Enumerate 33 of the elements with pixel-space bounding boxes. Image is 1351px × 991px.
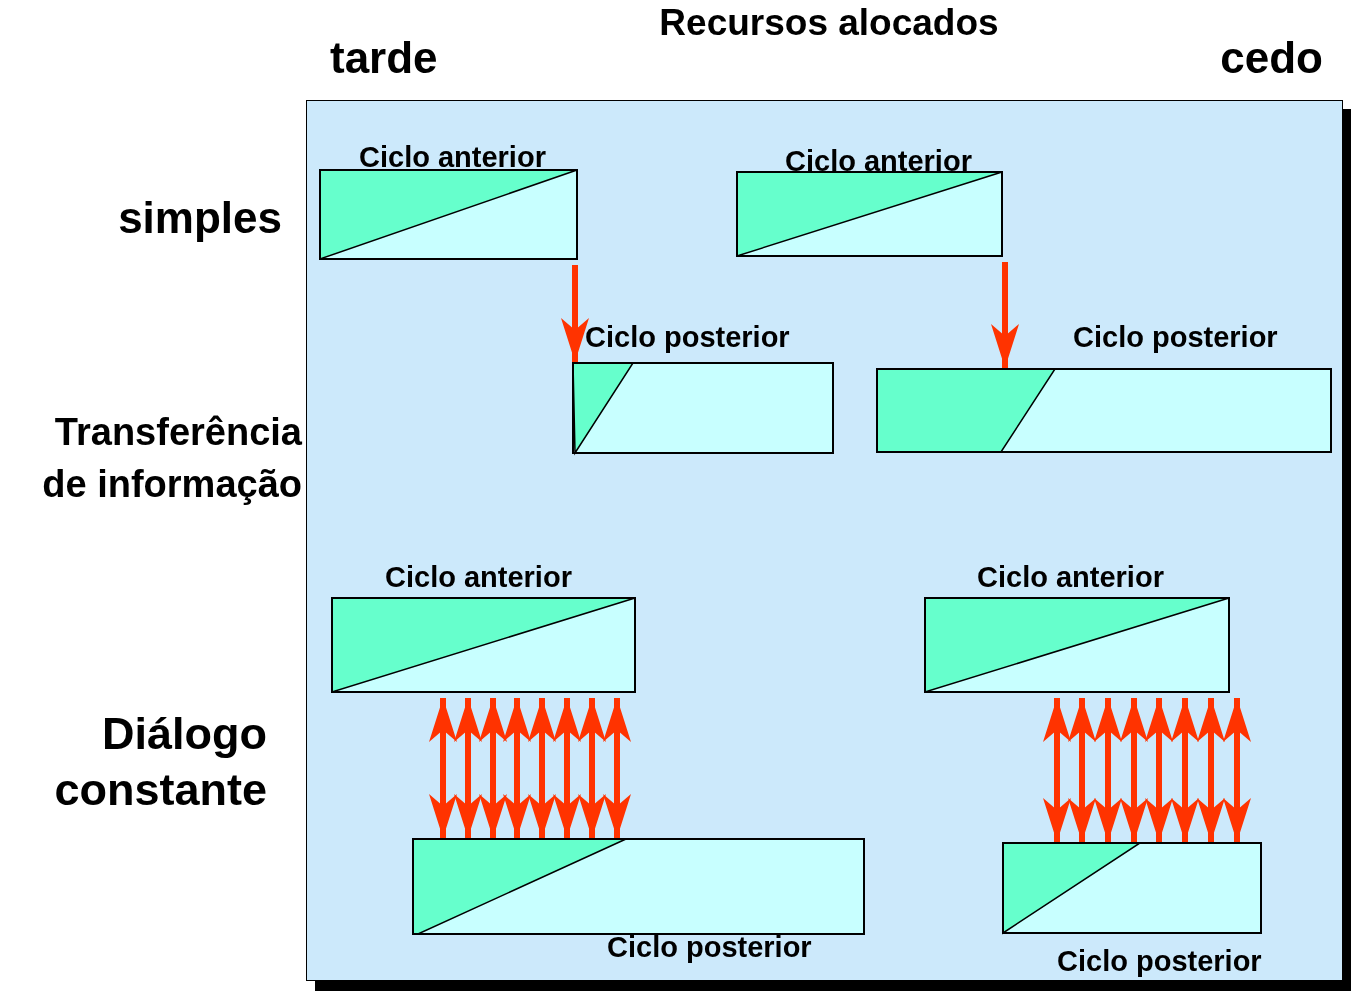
title: Recursos alocados — [658, 2, 1000, 44]
arrow — [1120, 698, 1148, 842]
column-heading: tarde — [330, 33, 439, 83]
arrow — [561, 265, 589, 362]
block-label: Ciclo anterior — [385, 560, 572, 594]
block-label: Ciclo posterior — [585, 320, 790, 354]
block-label: Ciclo anterior — [977, 560, 1164, 594]
arrow — [603, 698, 631, 838]
arrow — [528, 698, 556, 838]
arrow — [1068, 698, 1096, 842]
arrow — [1197, 698, 1225, 842]
block-label: Ciclo anterior — [359, 140, 546, 174]
block-label: Ciclo anterior — [785, 144, 972, 178]
arrow — [429, 698, 457, 838]
arrow — [1145, 698, 1173, 842]
arrow — [578, 698, 606, 838]
arrow — [1223, 698, 1251, 842]
row-heading: Diálogo constante — [53, 707, 267, 817]
cycle-block — [413, 839, 864, 964]
column-heading: cedo — [1219, 33, 1323, 83]
arrow — [991, 262, 1019, 368]
arrow — [1094, 698, 1122, 842]
arrow — [1171, 698, 1199, 842]
arrow — [479, 698, 507, 838]
row-heading: simples — [117, 192, 282, 244]
arrow — [454, 698, 482, 838]
arrow — [553, 698, 581, 838]
block-label: Ciclo posterior — [1057, 944, 1262, 978]
block-label: Ciclo posterior — [1073, 320, 1278, 354]
block-label: Ciclo posterior — [607, 930, 812, 964]
arrow — [503, 698, 531, 838]
arrow — [1043, 698, 1071, 842]
row-heading: Transferência de informação — [41, 410, 302, 507]
